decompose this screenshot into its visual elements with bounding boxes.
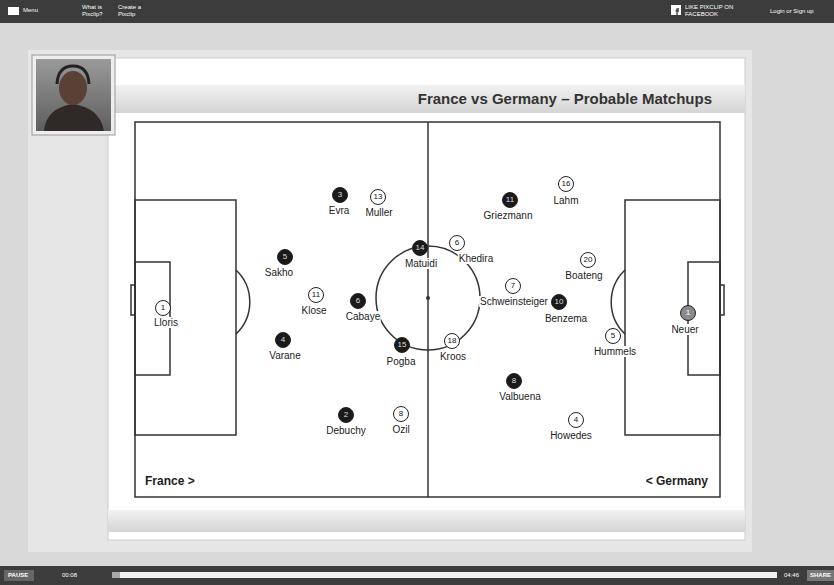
player-name: Boateng bbox=[564, 270, 603, 281]
menu-icon bbox=[8, 7, 19, 15]
player-name: Varane bbox=[268, 350, 302, 361]
slide-title: France vs Germany – Probable Matchups bbox=[418, 90, 712, 107]
player-marker: 20Boateng bbox=[580, 252, 596, 268]
progress-track bbox=[112, 572, 777, 578]
player-marker: 13Muller bbox=[370, 189, 386, 205]
shirt-number: 7 bbox=[511, 282, 515, 290]
player-panel bbox=[28, 50, 752, 552]
player-name: Hummels bbox=[593, 346, 637, 357]
facebook-glyph bbox=[676, 9, 680, 15]
webcam-frame bbox=[32, 55, 115, 135]
share-label: SHARE bbox=[810, 572, 831, 579]
pause-button bbox=[4, 570, 34, 581]
player-marker: 10Benzema bbox=[551, 294, 567, 310]
centre-spot bbox=[426, 296, 430, 300]
player-name: Kroos bbox=[439, 351, 467, 362]
player-marker: 5Sakho bbox=[277, 249, 293, 265]
player-name: Muller bbox=[364, 207, 393, 218]
player-marker: 6Cabaye bbox=[350, 293, 366, 309]
player-name: Sakho bbox=[264, 267, 294, 278]
player-marker: 1Neuer bbox=[680, 305, 696, 321]
shirt-number: 4 bbox=[281, 336, 285, 344]
pause-label: PAUSE bbox=[8, 572, 28, 579]
login-link: Login or Sign up bbox=[770, 8, 814, 15]
player-name: Schweinsteiger bbox=[479, 296, 549, 307]
player-name: Matuidi bbox=[404, 258, 438, 269]
player-marker: 4Howedes bbox=[568, 412, 584, 428]
player-name: Lahm bbox=[552, 195, 579, 206]
shirt-number: 1 bbox=[161, 304, 165, 312]
player-marker: 18Kroos bbox=[444, 333, 460, 349]
player-marker: 7Schweinsteiger bbox=[505, 278, 521, 294]
menu-link: Menu bbox=[23, 7, 38, 14]
time-elapsed: 00:08 bbox=[62, 572, 77, 579]
player-marker: 14Matuidi bbox=[412, 240, 428, 256]
title-band bbox=[108, 85, 745, 113]
player-marker: 3Evra bbox=[332, 187, 348, 203]
player-name: Griezmann bbox=[483, 210, 534, 221]
team-label: < Germany bbox=[646, 475, 708, 488]
player-marker: 8Ozil bbox=[393, 406, 409, 422]
player-marker: 1Lloris bbox=[155, 300, 171, 316]
shirt-number: 15 bbox=[398, 341, 407, 349]
shirt-number: 13 bbox=[374, 193, 383, 201]
shirt-number: 3 bbox=[338, 191, 342, 199]
player-name: Evra bbox=[328, 205, 351, 216]
bottom-bar bbox=[0, 566, 834, 585]
player-marker: 11Griezmann bbox=[502, 192, 518, 208]
player-name: Lloris bbox=[153, 317, 179, 328]
shirt-number: 1 bbox=[686, 309, 690, 317]
shirt-number: 5 bbox=[283, 253, 287, 261]
player-name: Ozil bbox=[391, 424, 410, 435]
top-bar bbox=[0, 0, 834, 23]
team-label: France > bbox=[145, 475, 195, 488]
facebook-link: LIKE PIXCLIP ON FACEBOOK bbox=[685, 4, 747, 18]
footer-band bbox=[108, 510, 745, 532]
player-marker: 2Debuchy bbox=[338, 407, 354, 423]
player-name: Neuer bbox=[670, 324, 699, 335]
shirt-number: 4 bbox=[574, 416, 578, 424]
player-marker: 8Valbuena bbox=[506, 373, 522, 389]
presenter-body bbox=[44, 104, 104, 131]
shirt-number: 16 bbox=[562, 180, 571, 188]
player-name: Howedes bbox=[549, 430, 593, 441]
player-marker: 5Hummels bbox=[605, 328, 621, 344]
webcam-picture bbox=[36, 59, 111, 131]
shirt-number: 8 bbox=[399, 410, 403, 418]
shirt-number: 14 bbox=[416, 244, 425, 252]
shirt-number: 6 bbox=[455, 239, 459, 247]
presenter-head bbox=[59, 71, 87, 105]
pitch-lines bbox=[131, 122, 724, 497]
shirt-number: 11 bbox=[506, 196, 514, 204]
player-name: Klose bbox=[300, 305, 327, 316]
player-marker: 4Varane bbox=[275, 332, 291, 348]
player-name: Valbuena bbox=[498, 391, 542, 402]
player-marker: 11Klose bbox=[308, 287, 324, 303]
player-name: Benzema bbox=[544, 313, 588, 324]
shirt-number: 8 bbox=[512, 377, 516, 385]
shirt-number: 11 bbox=[312, 291, 320, 299]
shirt-number: 6 bbox=[356, 297, 360, 305]
nav-link: What is Pixclip? bbox=[82, 4, 116, 18]
player-marker: 6Khedira bbox=[449, 235, 465, 251]
share-button bbox=[807, 570, 834, 581]
player-name: Khedira bbox=[458, 253, 494, 264]
presenter-headset bbox=[57, 66, 89, 84]
nav-link: Create a Pixclip bbox=[118, 4, 150, 18]
player-name: Pogba bbox=[386, 356, 417, 367]
shirt-number: 20 bbox=[584, 256, 593, 264]
time-total: 04:46 bbox=[784, 572, 799, 579]
shirt-number: 2 bbox=[344, 411, 348, 419]
slide bbox=[108, 58, 745, 540]
facebook-icon bbox=[671, 5, 681, 15]
player-marker: 16Lahm bbox=[558, 176, 574, 192]
player-name: Cabaye bbox=[345, 311, 381, 322]
progress-fill bbox=[112, 572, 120, 578]
shirt-number: 5 bbox=[611, 332, 615, 340]
player-marker: 15Pogba bbox=[394, 337, 410, 353]
shirt-number: 10 bbox=[555, 298, 564, 306]
player-name: Debuchy bbox=[325, 425, 366, 436]
shirt-number: 18 bbox=[448, 337, 457, 345]
